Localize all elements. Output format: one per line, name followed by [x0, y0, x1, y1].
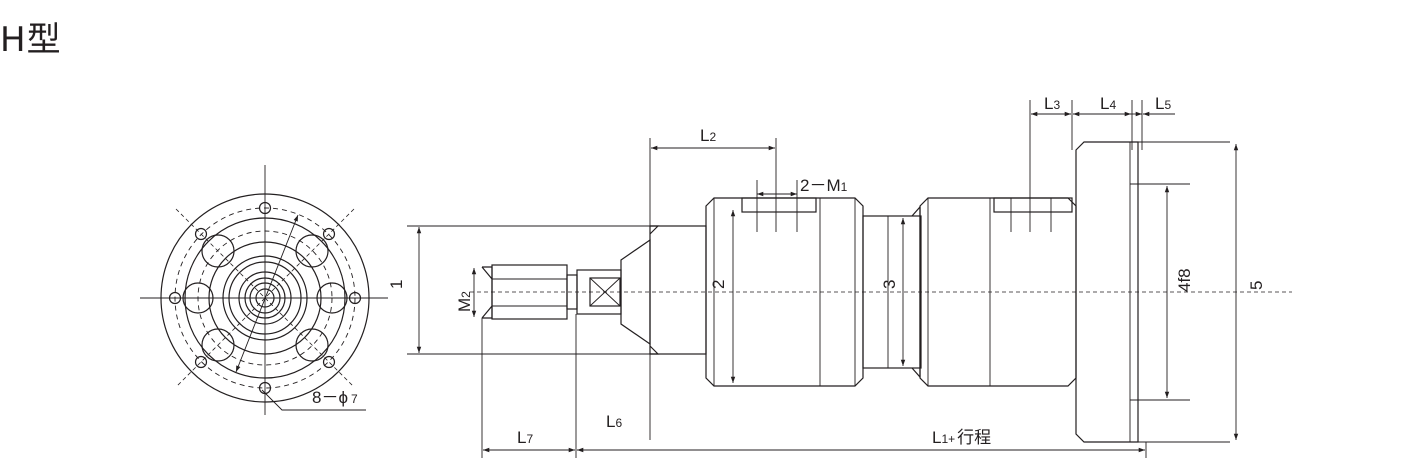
bolt-hole [322, 355, 336, 369]
l6-label-sub: 6 [615, 416, 622, 430]
l4-label-main: L [1100, 94, 1109, 113]
bolt-hole [258, 201, 272, 215]
pocket-upper-left [201, 234, 235, 268]
pocket-left [182, 282, 214, 314]
flange-outer-circle [160, 193, 370, 403]
holes-leader [261, 389, 366, 411]
rod-tip [481, 266, 493, 319]
l5-label-main: L [1155, 94, 1164, 113]
l4-label: L4 [1100, 94, 1116, 113]
bolt-pitch-circle [174, 207, 356, 389]
l3-label: L3 [1044, 94, 1060, 113]
wrench-cross [589, 277, 621, 307]
holes-label-prefix: 8－ϕ [312, 388, 348, 407]
l6-label-main: L [606, 412, 615, 431]
l2-label-main: L [700, 126, 709, 145]
holes-label-value: 7 [351, 392, 358, 406]
l5-label: L5 [1155, 94, 1171, 113]
l1-label: L1+行程 [932, 428, 991, 448]
l6-label: L6 [606, 412, 622, 431]
l2-label: L2 [700, 126, 716, 145]
l3-label-sub: 3 [1053, 98, 1060, 112]
bolt-hole [348, 291, 362, 305]
dim-label-5: 5 [1247, 281, 1266, 290]
port-rear [993, 197, 1073, 213]
l5-label-sub: 5 [1164, 98, 1171, 112]
dim-label-3: 3 [880, 280, 899, 289]
m1-label-prefix: 2－M [800, 176, 841, 195]
front-chamfer [649, 225, 660, 355]
m2-label: M2 [455, 291, 474, 312]
l3-label-main: L [1044, 94, 1053, 113]
l7-label-main: L [517, 428, 526, 447]
page-title: H型 [0, 20, 62, 60]
dim-label-4f8: 4f8 [1175, 268, 1194, 292]
pitch-diameter-arrow [235, 214, 299, 373]
l7-label: L7 [517, 428, 533, 447]
l1-label-stroke: 行程 [957, 428, 991, 448]
m1-label-sub: 1 [841, 180, 848, 194]
l2-label-sub: 2 [709, 130, 716, 144]
bolt-hole [322, 227, 336, 241]
wrench-flat-inner [589, 277, 621, 307]
bolt-hole [194, 227, 208, 241]
bolt-hole [194, 355, 208, 369]
l4-label-sub: 4 [1109, 98, 1116, 112]
l1-label-main: L [932, 428, 941, 447]
port-m1 [741, 197, 817, 213]
front-plate [649, 225, 707, 355]
dim-label-2: 2 [709, 280, 728, 289]
l7-label-sub: 7 [526, 432, 533, 446]
dim-label-1: 1 [387, 280, 406, 289]
waist [862, 215, 922, 369]
bolt-hole [168, 291, 182, 305]
side-view: M2 2－M1 2 3 [407, 94, 1292, 458]
m1-label: 2－M1 [800, 176, 848, 195]
pocket-lower-left [201, 328, 235, 362]
pocket-right [316, 282, 348, 314]
m2-label-main: M [455, 298, 474, 312]
m2-label-sub: 2 [459, 291, 473, 298]
l1-label-sub: 1+ [941, 432, 955, 446]
